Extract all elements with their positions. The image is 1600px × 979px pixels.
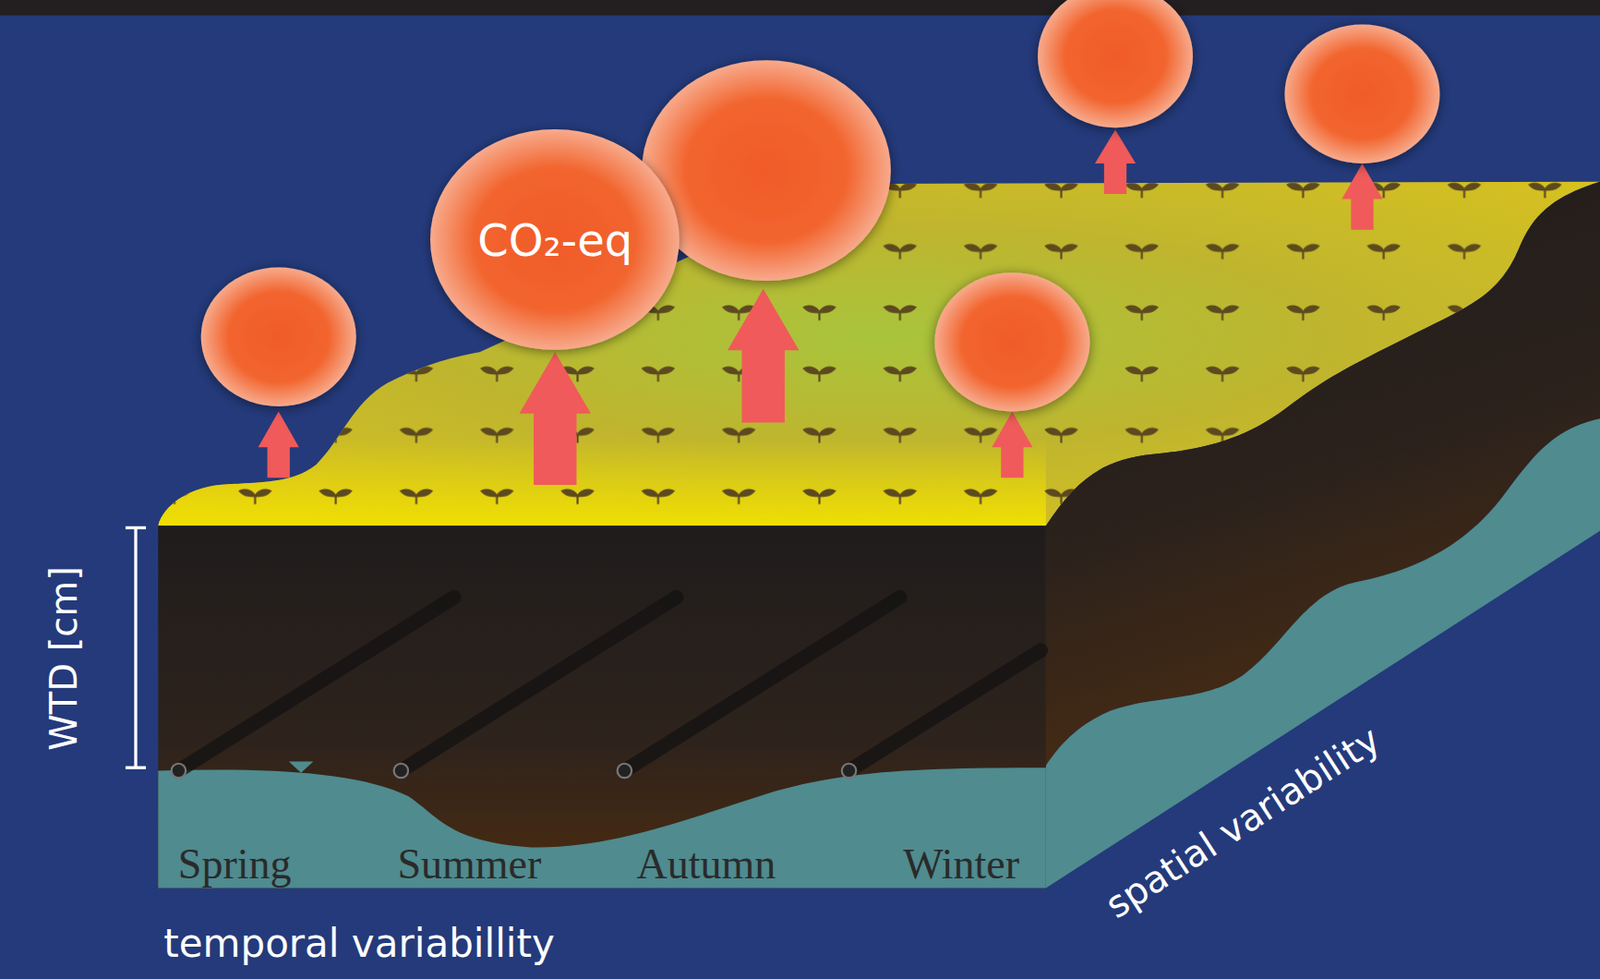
axis-label: temporal variabillity: [163, 922, 555, 965]
axis-label: WTD [cm]: [43, 565, 85, 751]
emission-bubble: CO₂-eq: [430, 129, 680, 350]
season-label: Autumn: [636, 841, 776, 889]
bubble-text: CO₂-eq: [477, 214, 633, 266]
season-label: Spring: [178, 841, 292, 889]
season-label: Summer: [396, 841, 542, 889]
season-label: Winter: [902, 841, 1020, 889]
bubble-ellipse: [430, 129, 680, 350]
